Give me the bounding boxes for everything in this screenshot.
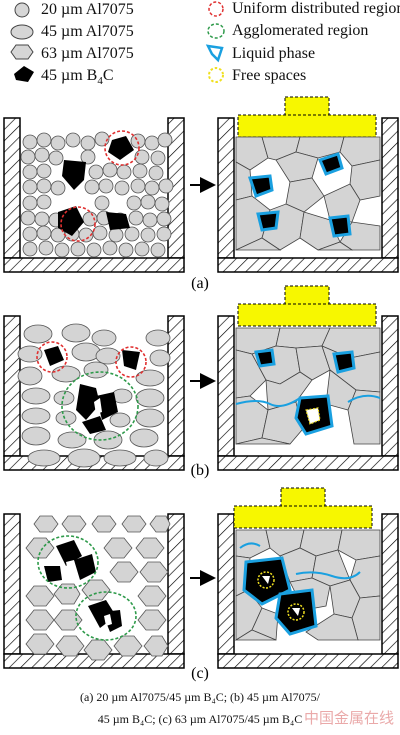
legend-label-b4c: 45 µm B4C	[41, 67, 114, 88]
yellow-dashed-circle-icon	[208, 67, 224, 83]
uniform-region-marker	[60, 206, 96, 242]
uniform-region-marker	[104, 130, 140, 166]
panel-b	[3, 285, 399, 471]
panel-c-press	[233, 487, 373, 529]
small-circle-particle-icon	[14, 2, 30, 18]
caption-line-2: 45 µm B₄C; (c) 63 µm Al7075/45 µm B₄C	[97, 712, 303, 726]
panel-b-after-b4c	[254, 348, 356, 436]
panel-a-after-compact	[235, 136, 381, 251]
panel-a-before-particles	[20, 131, 174, 258]
legend-label-agglomerated: Agglomerated region	[232, 22, 369, 39]
panel-b-white-gaps	[94, 398, 102, 414]
uniform-region-marker	[36, 341, 68, 373]
panel-a-press	[237, 96, 377, 138]
uniform-region-marker	[115, 346, 147, 378]
liquid-phase-line	[347, 394, 381, 403]
legend-label-20um: 20 µm Al7075	[41, 1, 134, 18]
panel-b-press	[237, 285, 377, 327]
legend-label-63um: 63 µm Al7075	[41, 45, 134, 62]
green-dashed-ellipse-icon	[207, 23, 225, 39]
panel-a-after-b4c	[247, 152, 352, 238]
legend: 20 µm Al7075 45 µm Al7075 63 µm Al7075 4…	[0, 0, 400, 90]
red-dashed-circle-icon	[208, 1, 224, 17]
panel-c-free-space	[257, 571, 305, 621]
panel-label-a: (a)	[191, 275, 209, 292]
panel-b-b4c-particles	[44, 346, 140, 434]
panel-a	[3, 96, 399, 273]
agglomerated-region-marker	[75, 591, 137, 641]
legend-label-45um: 45 µm Al7075	[41, 23, 134, 40]
ellipse-particle-icon	[10, 24, 34, 40]
process-diagram: (a)	[3, 96, 399, 682]
watermark: 中国金属在线	[303, 709, 394, 727]
liquid-phase-line	[235, 397, 301, 407]
agglomerated-region-marker	[37, 535, 99, 589]
legend-label-uniform: Uniform distributed region	[232, 0, 400, 17]
liquid-phase-line	[295, 571, 361, 580]
caption-line-1: (a) 20 µm Al7075/45 µm B₄C; (b) 45 µm Al…	[80, 690, 320, 704]
panel-label-c: (c)	[191, 665, 209, 682]
liquid-phase-line	[239, 542, 261, 549]
panel-b-after-compact	[235, 327, 381, 445]
panel-label-b: (b)	[191, 462, 210, 479]
panel-b-before-particles	[17, 323, 171, 468]
b4c-particle-icon	[14, 66, 34, 82]
agglomerated-region-marker	[61, 371, 139, 441]
hexagon-particle-icon	[10, 44, 34, 60]
panel-c-before-particles	[25, 515, 171, 661]
panel-c-after-compact	[234, 529, 381, 641]
legend-symbols	[10, 1, 225, 83]
legend-label-liquid: Liquid phase	[232, 45, 316, 62]
panel-a-b4c-particles	[58, 136, 134, 236]
panel-c	[3, 487, 399, 669]
legend-label-free-spaces: Free spaces	[232, 67, 307, 84]
blue-liquid-phase-icon	[205, 44, 224, 63]
